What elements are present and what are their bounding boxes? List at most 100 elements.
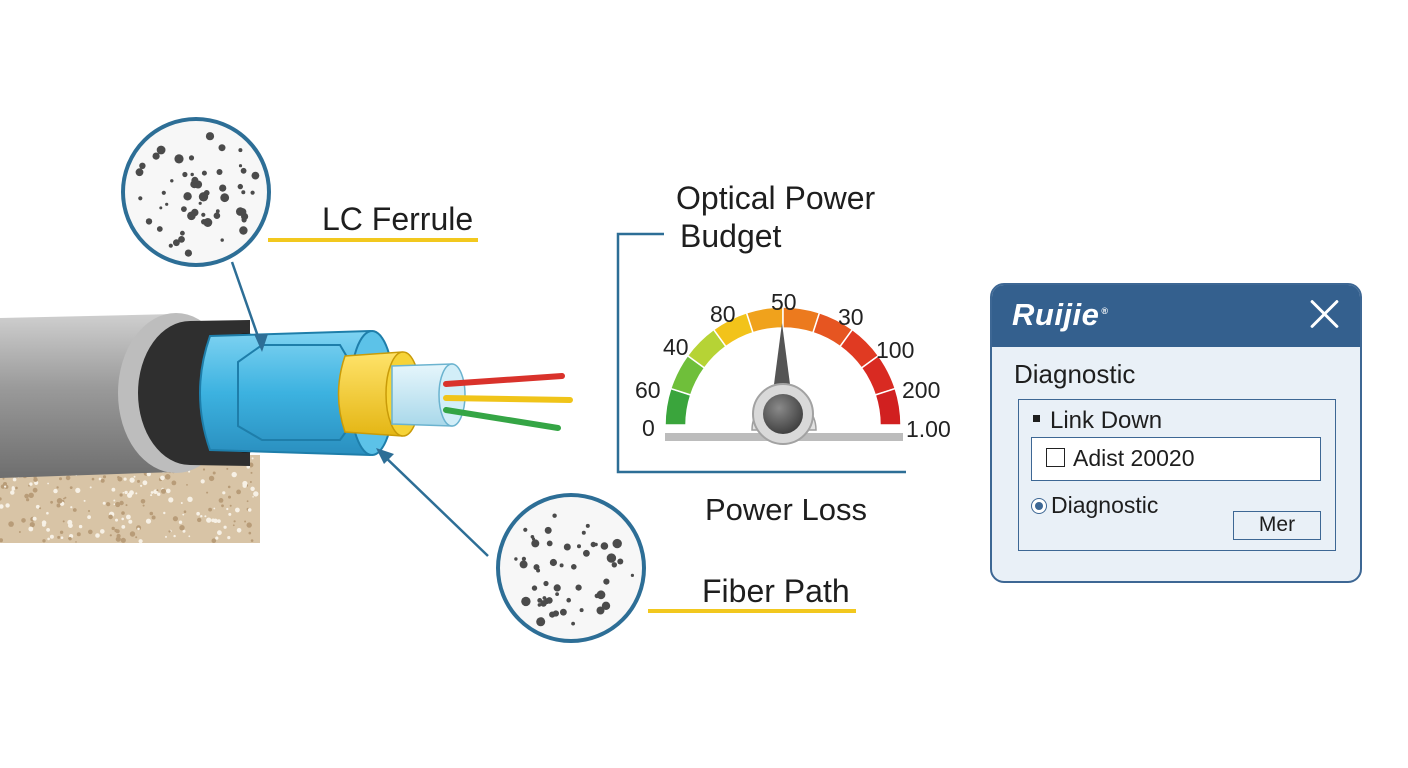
ground-speckle [64,496,67,499]
radio-selected-icon[interactable] [1031,498,1047,514]
ground-speckle [165,535,167,538]
particle-dot [238,164,243,168]
particle-dot [183,192,192,201]
ground-speckle [10,490,15,495]
ground-speckle [250,471,253,474]
ground-speckle [72,508,77,512]
adist-field-value: Adist 20020 [1073,445,1195,471]
ground-speckle [121,511,125,515]
particle-dot [552,513,557,518]
dialog-title-bar: Ruijie® [992,285,1360,347]
ground-speckle [59,530,64,534]
ground-speckle [182,513,185,516]
particle-dot [237,183,243,190]
ground-speckle [106,502,109,505]
ground-speckle [0,484,6,489]
ground-speckle [231,471,237,478]
ground-speckle [168,497,174,503]
ground-speckle [0,497,2,501]
ground-speckle [150,491,154,494]
ground-speckle [68,523,73,528]
ground-speckle [111,526,115,531]
ground-speckle [26,498,30,502]
gauge-tick-0: 0 [642,415,655,441]
ground-speckle [249,481,252,483]
ground-speckle [150,494,153,497]
ground-speckle [108,514,113,520]
dialog-heading: Diagnostic [1014,359,1136,389]
registered-mark: ® [1101,305,1109,316]
ground-speckle [41,520,47,525]
ground-speckle [246,522,252,528]
power-loss-label: Power Loss [705,492,867,527]
ground-speckle [115,518,118,522]
ground-speckle [49,534,54,539]
ground-speckle [83,499,86,502]
ground-speckle [70,506,73,509]
particle-dot [531,539,540,548]
particle-dot [519,560,528,569]
diagnostic-radio-label: Diagnostic [1051,492,1159,518]
ground-speckle [42,539,46,543]
ground-speckle [179,525,185,531]
gauge-segment [874,387,902,426]
ground-speckle [50,500,53,504]
particle-dot [145,218,153,225]
ground-speckle [24,493,29,499]
diagnostic-radio-option[interactable]: Diagnostic [1031,492,1158,519]
mer-button[interactable]: Mer [1233,511,1321,540]
particle-dot [533,564,540,571]
ground-speckle [206,517,212,523]
ground-speckle [117,476,120,479]
particle-dot [238,148,243,153]
ground-speckle [137,479,140,483]
ground-speckle [102,501,106,505]
ground-speckle [138,539,143,544]
ground-speckle [100,478,105,483]
ground-speckle [29,482,33,486]
ground-speckle [76,532,81,537]
ground-speckle [116,533,121,539]
particle-dot [165,202,169,206]
particle-dot [219,184,227,192]
close-icon[interactable] [1310,299,1340,329]
ferrule-magnifier [121,117,271,352]
gauge-needle [773,323,791,392]
ground-speckle [227,536,231,540]
ground-speckle [135,492,138,495]
particle-dot [606,553,617,563]
particle-dot [191,176,199,184]
ground-speckle [15,486,18,490]
particle-dot [603,578,610,585]
particle-dot [596,606,605,615]
particle-dot [138,196,143,201]
ground-speckle [2,477,5,480]
particle-dot [590,541,596,548]
ground-speckle [222,491,226,495]
ground-speckle [202,468,206,471]
particle-dot [555,586,560,591]
particle-dot [161,190,166,195]
particle-dot [560,608,567,616]
ground-speckle [233,520,236,523]
ground-speckle [120,537,126,543]
ground-speckle [217,530,222,536]
particle-dot [594,593,600,599]
ground-speckle [47,482,49,485]
checkbox[interactable] [1046,448,1065,467]
ground-speckle [164,474,171,480]
ground-speckle [121,525,126,529]
bullet-icon [1033,415,1040,423]
particle-dot [542,596,547,600]
ground-speckle [226,467,229,470]
ground-speckle [29,522,35,528]
ground-speckle [140,484,143,487]
particle-dot [152,152,160,160]
ground-speckle [47,537,50,541]
ground-speckle [218,498,224,503]
particle-dot [203,218,213,227]
adist-field[interactable]: Adist 20020 [1031,437,1321,481]
ruijie-logo: Ruijie® [1012,297,1109,333]
ground-speckle [12,477,17,482]
particle-dot [585,523,590,528]
